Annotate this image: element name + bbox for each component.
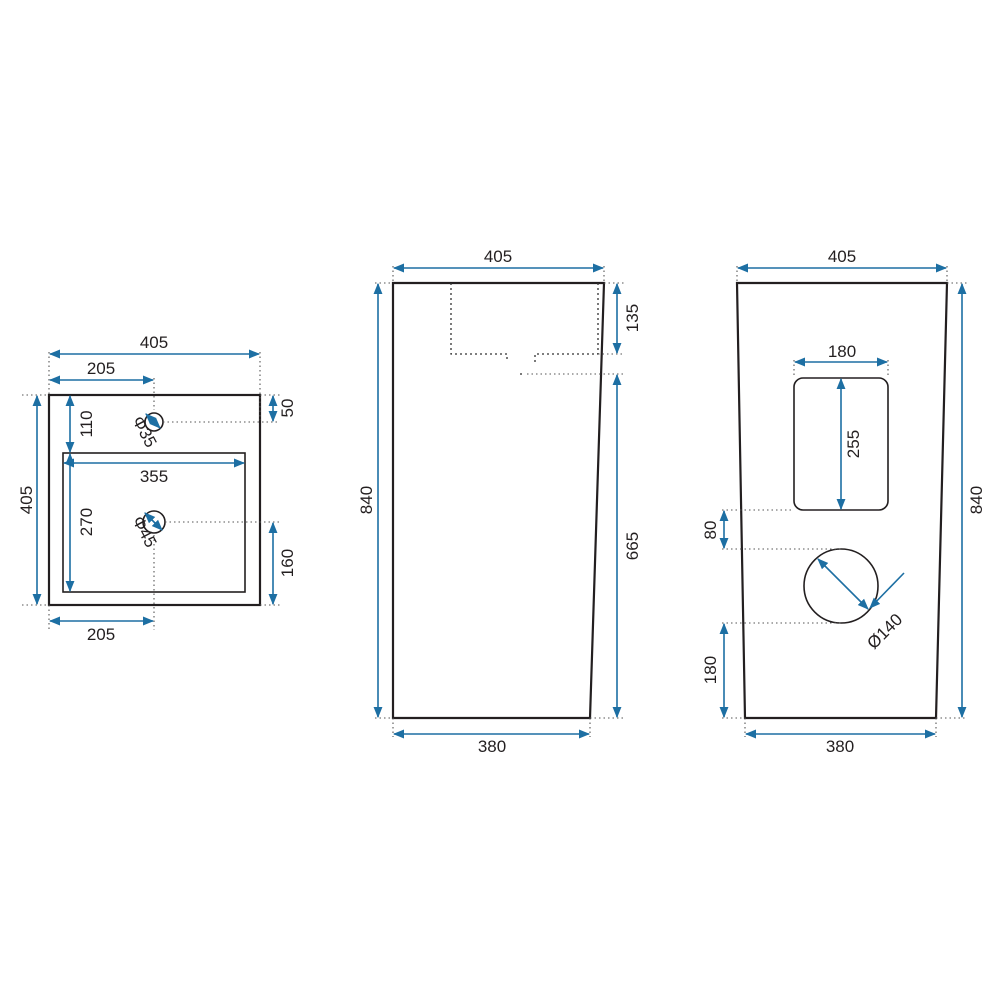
side-view-outline xyxy=(391,281,606,720)
top-basin-depth-label: 270 xyxy=(77,508,96,536)
top-basin-width-label: 355 xyxy=(140,467,168,486)
top-drain-offset-label: 205 xyxy=(87,625,115,644)
top-tap-from-back-label: 50 xyxy=(278,399,297,418)
rear-opening-height-label: 255 xyxy=(844,430,863,458)
rear-round-opening xyxy=(803,548,879,624)
top-tap-to-basin-label: 110 xyxy=(77,410,96,437)
side-view: 405 840 135 665 380 xyxy=(357,247,642,756)
side-basin-depth-label: 135 xyxy=(623,304,642,332)
rear-top-width-label: 405 xyxy=(828,247,856,266)
top-view-outline xyxy=(47,393,262,607)
side-height-label: 840 xyxy=(357,486,376,514)
side-drain-height-label: 665 xyxy=(623,532,642,560)
side-top-width-label: 405 xyxy=(484,247,512,266)
top-drain-from-front-label: 160 xyxy=(278,549,297,577)
rear-view: 405 180 255 840 80 180 Ø140 380 xyxy=(701,247,986,756)
top-view: 405 205 355 205 405 110 270 50 160 Φ35 Φ… xyxy=(17,333,297,644)
top-tap-hole-label: Φ35 xyxy=(128,413,160,451)
side-bottom-width-label: 380 xyxy=(478,737,506,756)
top-tap-offset-label: 205 xyxy=(87,359,115,378)
top-view-basin xyxy=(62,452,246,593)
rear-gap-label: 80 xyxy=(701,521,720,540)
side-view-basin-hidden xyxy=(450,283,599,362)
rear-opening-width-label: 180 xyxy=(828,342,856,361)
rear-bottom-width-label: 380 xyxy=(826,737,854,756)
top-overall-depth-label: 405 xyxy=(17,486,36,514)
rear-round-from-floor-label: 180 xyxy=(701,656,720,684)
rear-height-label: 840 xyxy=(967,486,986,514)
top-drain-hole-label: Φ45 xyxy=(128,513,160,551)
rear-round-opening-label: Ø140 xyxy=(863,610,906,653)
top-overall-width-label: 405 xyxy=(140,333,168,352)
